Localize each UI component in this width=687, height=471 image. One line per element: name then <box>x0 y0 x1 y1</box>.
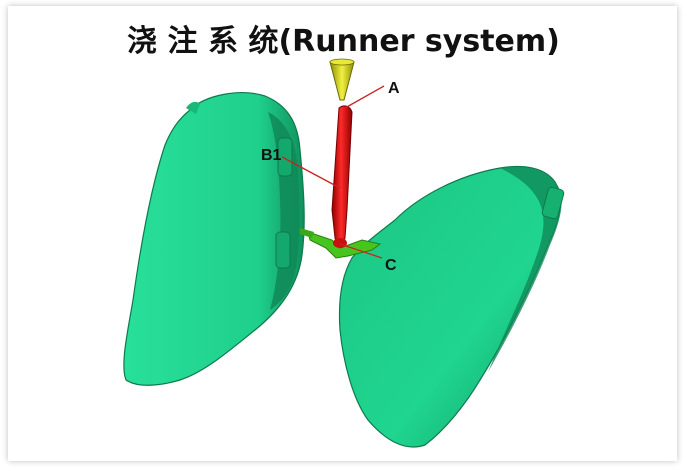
nozzle-cone <box>329 61 355 101</box>
left-part <box>123 92 305 386</box>
nozzle-top <box>329 58 355 66</box>
sprue-tip <box>333 238 347 248</box>
right-part <box>338 165 565 448</box>
label-c: C <box>385 257 397 274</box>
label-a: A <box>388 80 400 97</box>
runner-gate-left <box>300 228 314 238</box>
sprue-body <box>331 105 353 245</box>
leader-line-b1 <box>281 156 341 189</box>
leader-line-a <box>344 85 385 109</box>
sprue <box>331 105 353 248</box>
left-part-clip-upper <box>277 137 293 177</box>
left-part-body <box>123 92 305 386</box>
right-part-body <box>338 165 561 448</box>
left-part-clip-lower <box>275 231 291 269</box>
left-part-tab <box>186 101 200 114</box>
right-part-clip <box>541 186 565 220</box>
leader-line-c <box>339 243 383 259</box>
label-b1: B1 <box>261 147 282 164</box>
page-title: 浇 注 系 统(Runner system) <box>127 24 560 59</box>
